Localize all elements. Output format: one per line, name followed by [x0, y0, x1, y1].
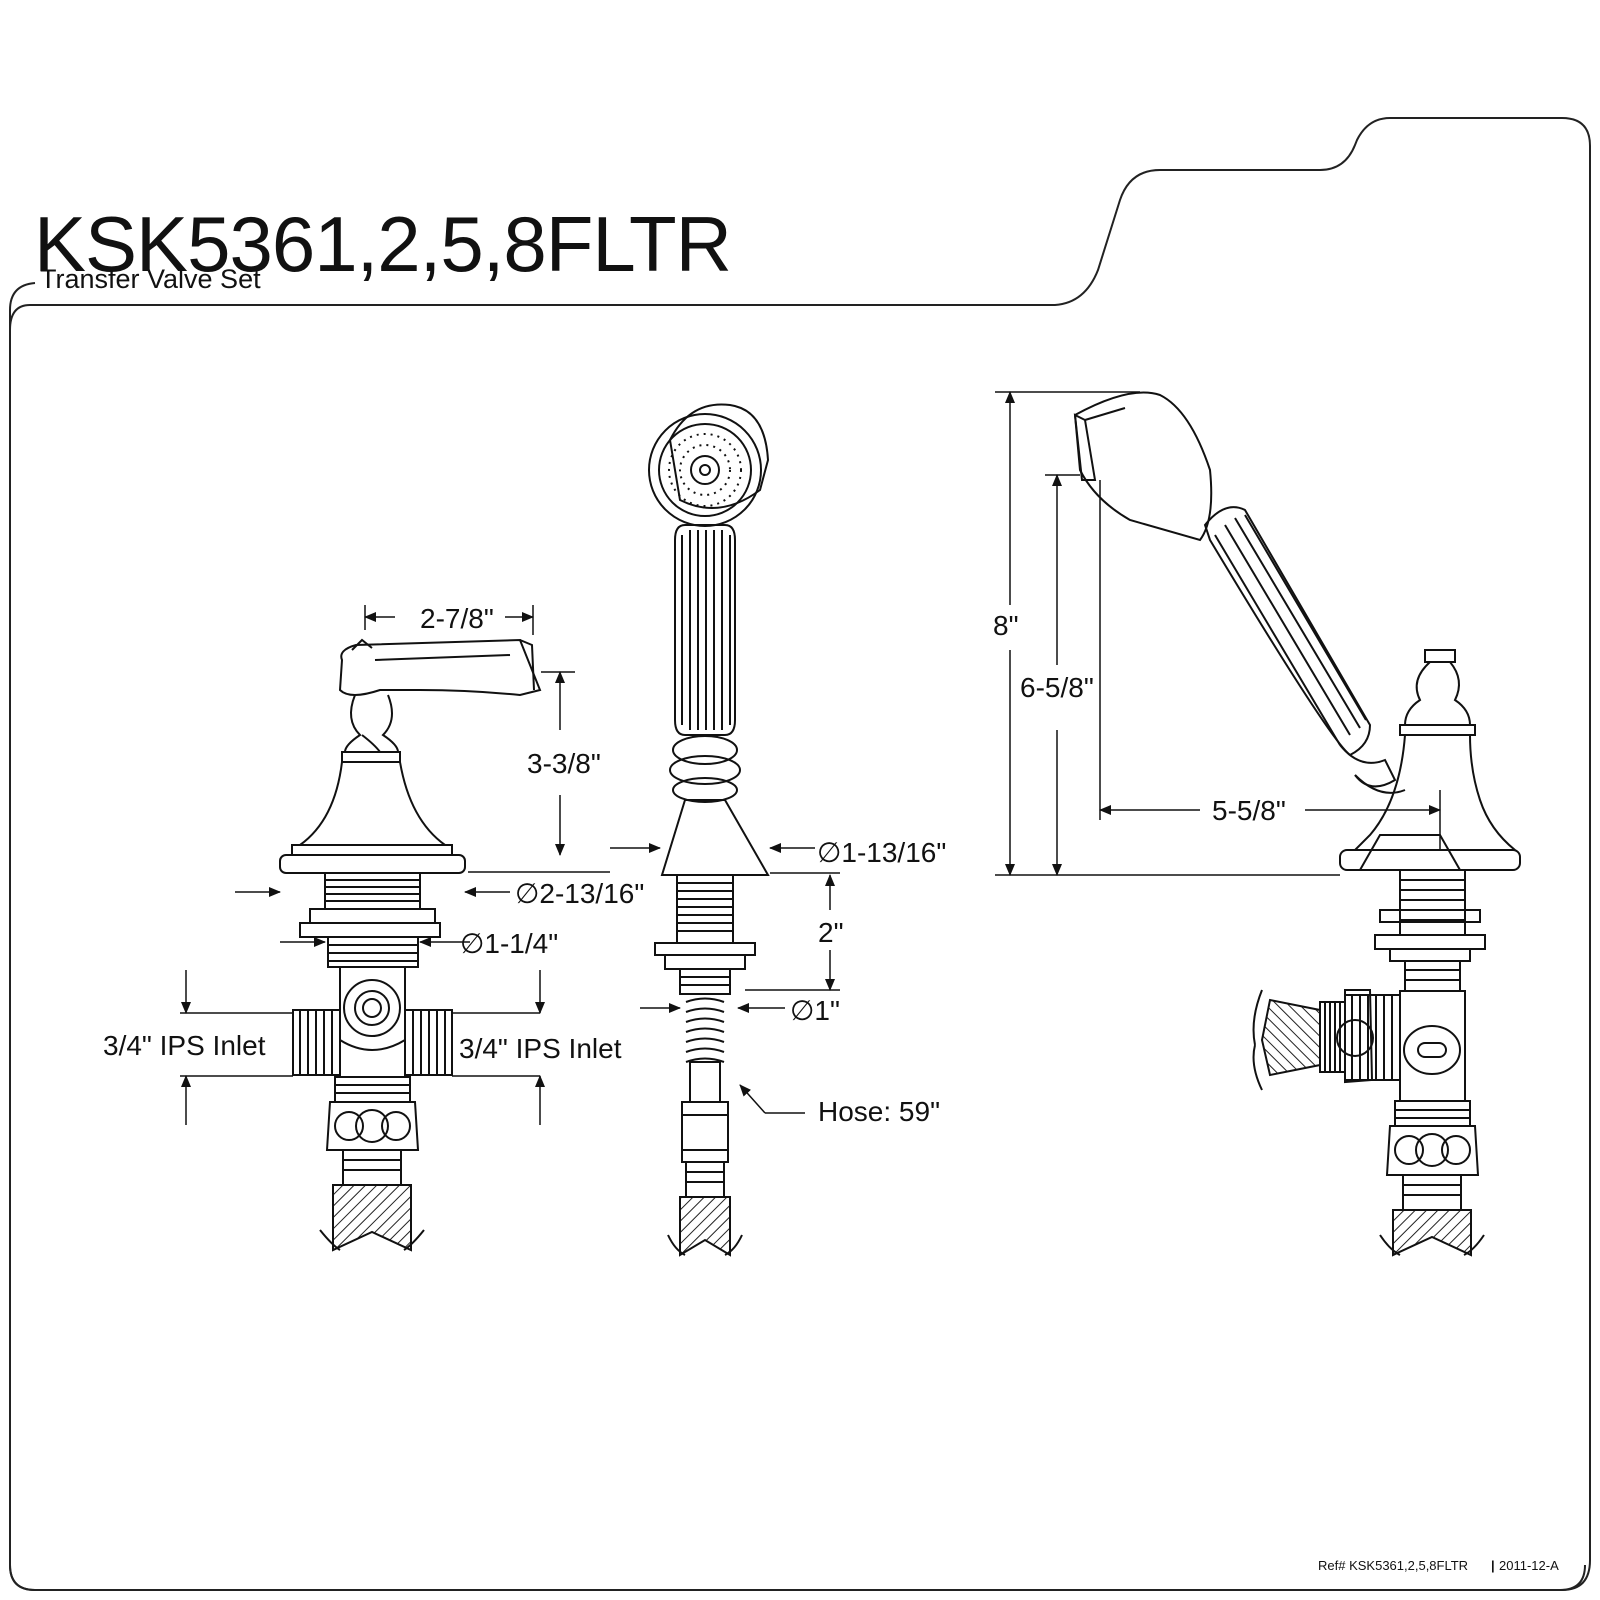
left-inlet-label: 3/4" IPS Inlet	[103, 1030, 266, 1061]
dimension-labels: 2-7/8" 3-3/8" ∅2-13/16" ∅1-1/4" 3/4" IPS…	[103, 603, 1286, 1127]
right-inlet-label: 3/4" IPS Inlet	[459, 1033, 622, 1064]
sprayer-height-label: 6-5/8"	[1020, 672, 1094, 703]
handle-reach-label: 2-7/8"	[420, 603, 494, 634]
handle-height-label: 3-3/8"	[527, 748, 601, 779]
reference-number: Ref# KSK5361,2,5,8FLTR	[1318, 1558, 1468, 1573]
shank-diameter-label: ∅1-1/4"	[460, 928, 558, 959]
hose-nut-diameter-label: ∅1"	[790, 995, 840, 1026]
diverter-valve-drawing	[279, 638, 542, 1252]
folder-tab-outline	[9, 117, 1591, 1591]
sprayer-shank-length-label: 2"	[818, 917, 844, 948]
sprayer-base-diameter-label: ∅1-13/16"	[817, 837, 946, 868]
overall-height-label: 8"	[993, 610, 1019, 641]
revision-code: 2011-12-A	[1499, 1558, 1559, 1573]
side-assembly-dimension-lines	[995, 391, 1441, 876]
reference-separator: |	[1491, 1558, 1495, 1573]
sprayer-reach-label: 5-5/8"	[1212, 795, 1286, 826]
hand-shower-front-drawing	[648, 403, 770, 1257]
model-title: KSK5361,2,5,8FLTR	[34, 200, 732, 288]
side-assembly-drawing	[1073, 391, 1521, 1257]
diverter-dimension-lines	[180, 605, 610, 1125]
product-subtitle: Transfer Valve Set	[40, 264, 261, 294]
hose-length-label: Hose: 59"	[818, 1096, 940, 1127]
page-border	[9, 282, 1586, 1591]
hand-shower-dimension-lines	[610, 843, 840, 1114]
footer-reference: Ref# KSK5361,2,5,8FLTR | 2011-12-A	[1318, 1558, 1559, 1573]
flange-diameter-label: ∅2-13/16"	[515, 878, 644, 909]
